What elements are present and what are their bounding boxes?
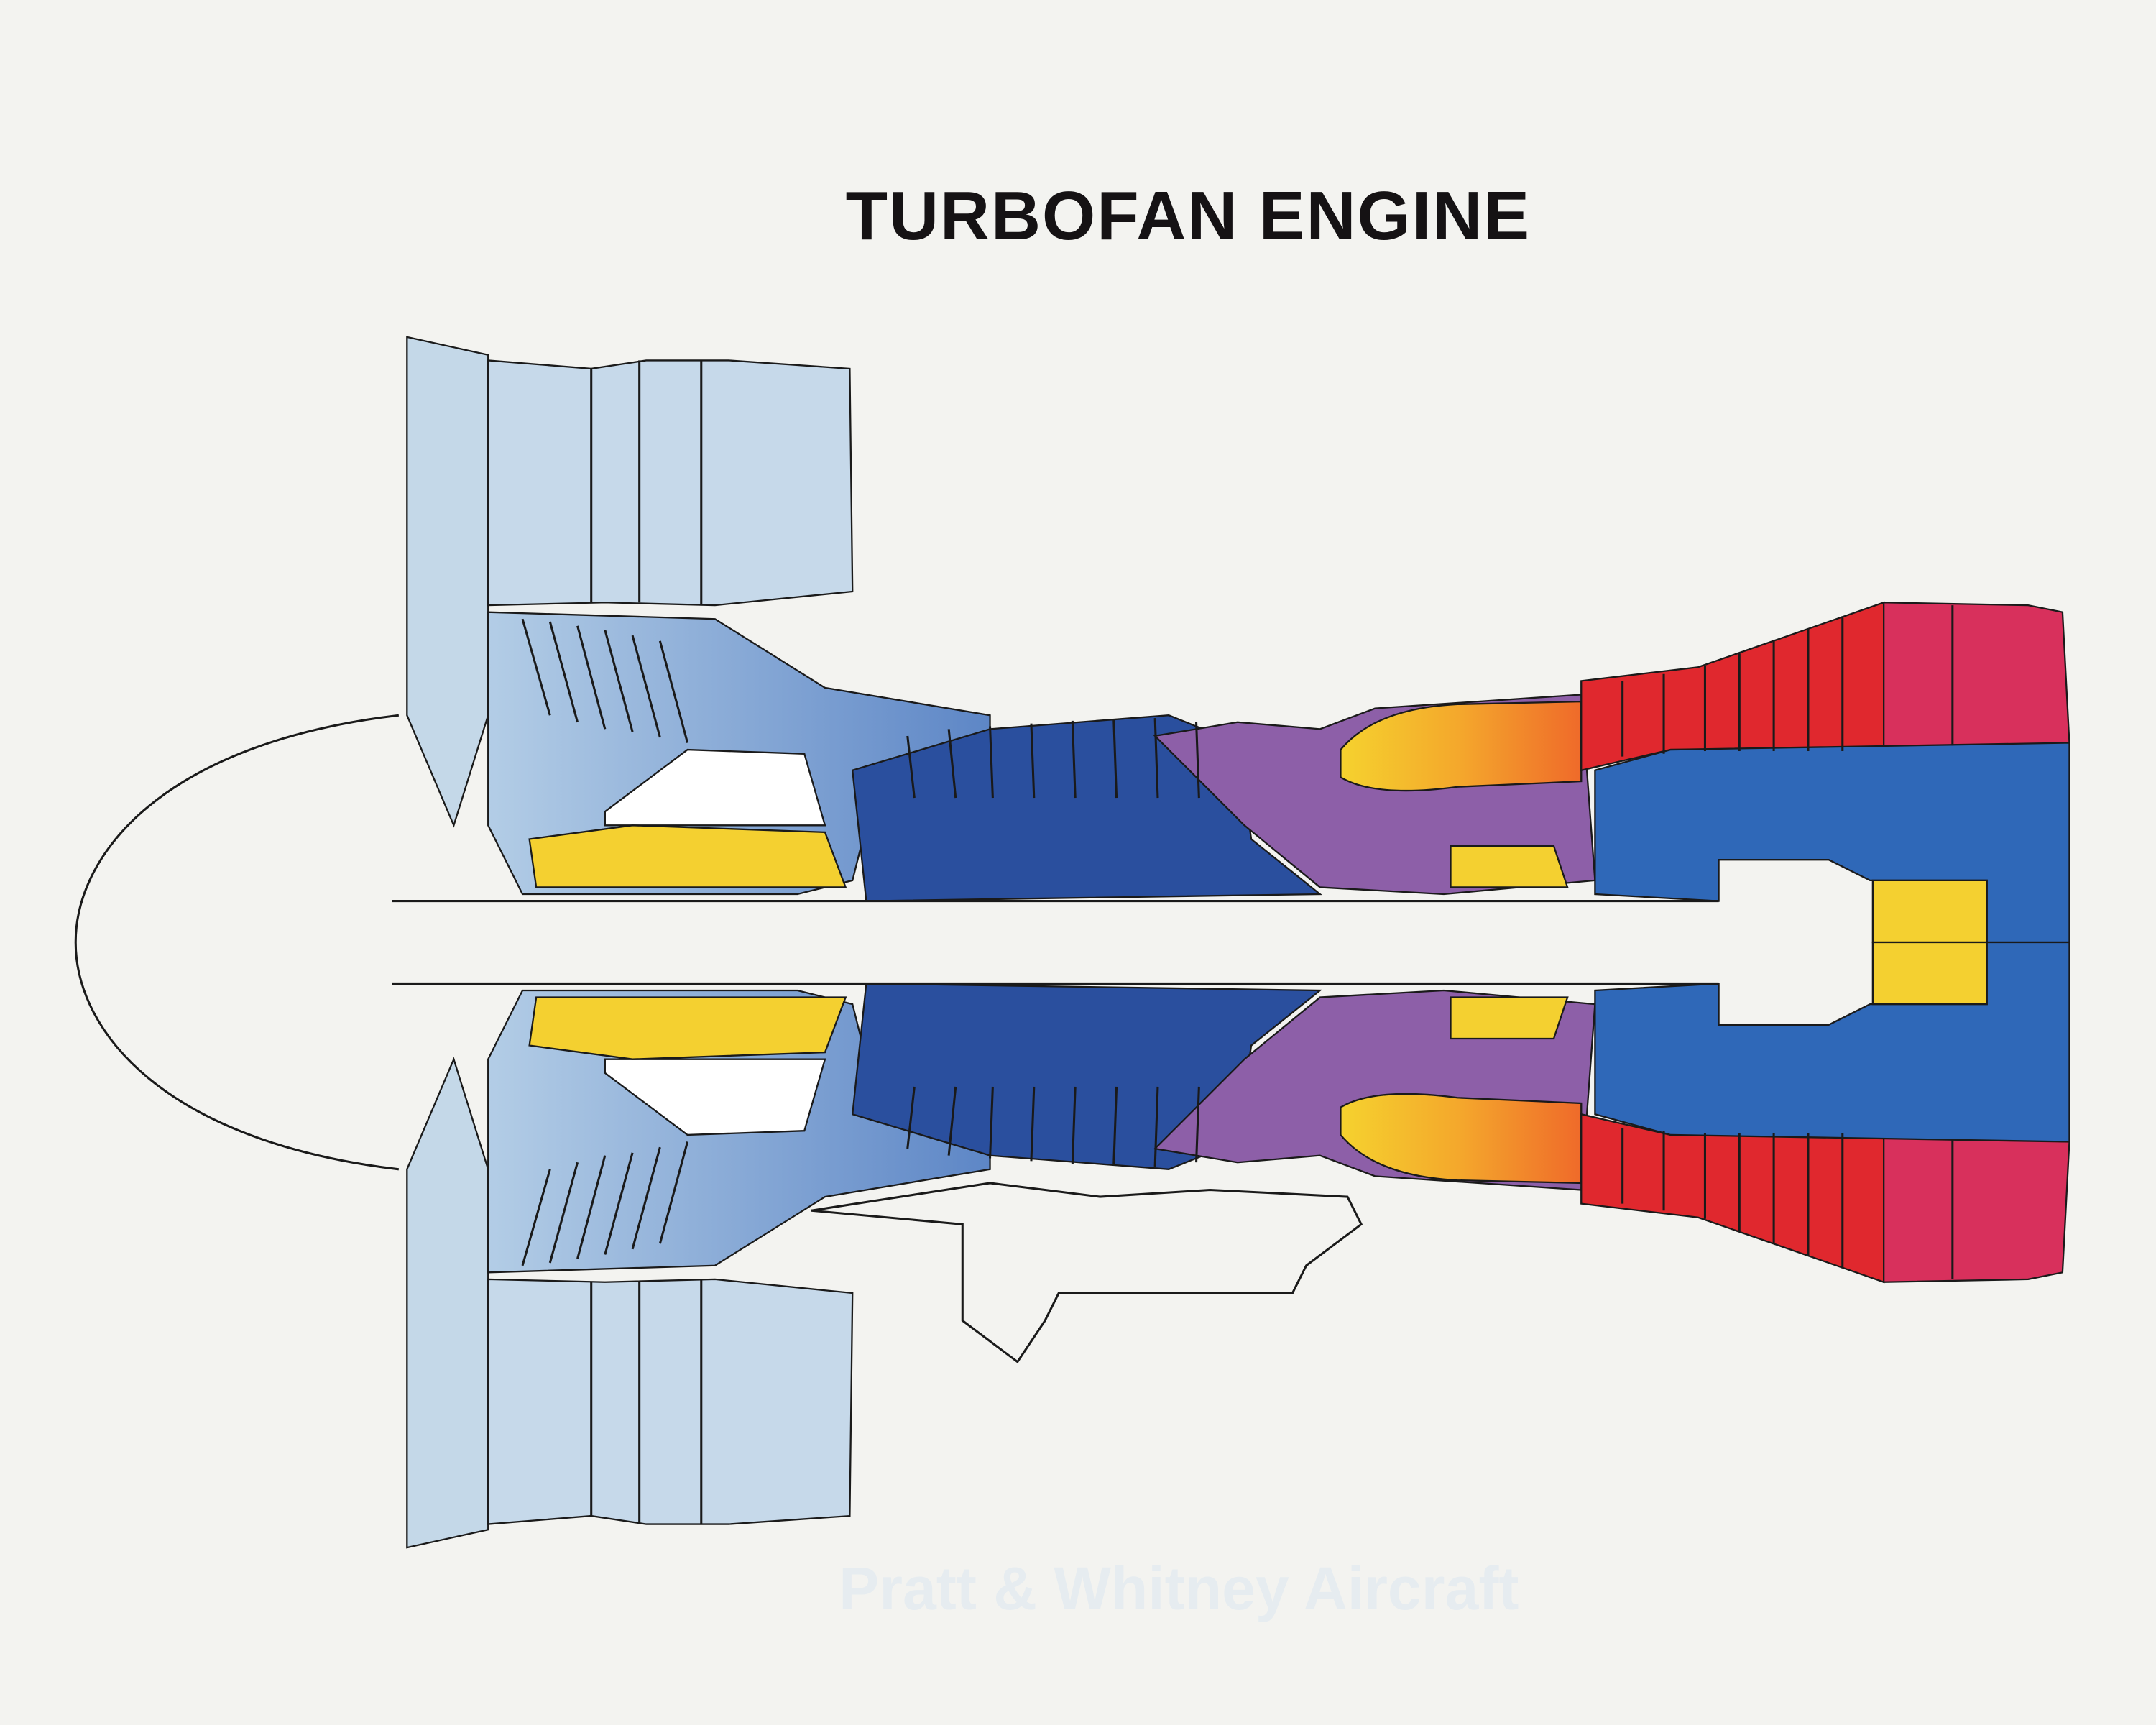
nose-cone [74,714,400,1171]
diagram-title: TURBOFAN ENGINE [846,178,1531,254]
manufacturer-watermark: Pratt & Whitney Aircraft [839,1555,1519,1622]
accessory-gearbox [811,1182,1363,1363]
